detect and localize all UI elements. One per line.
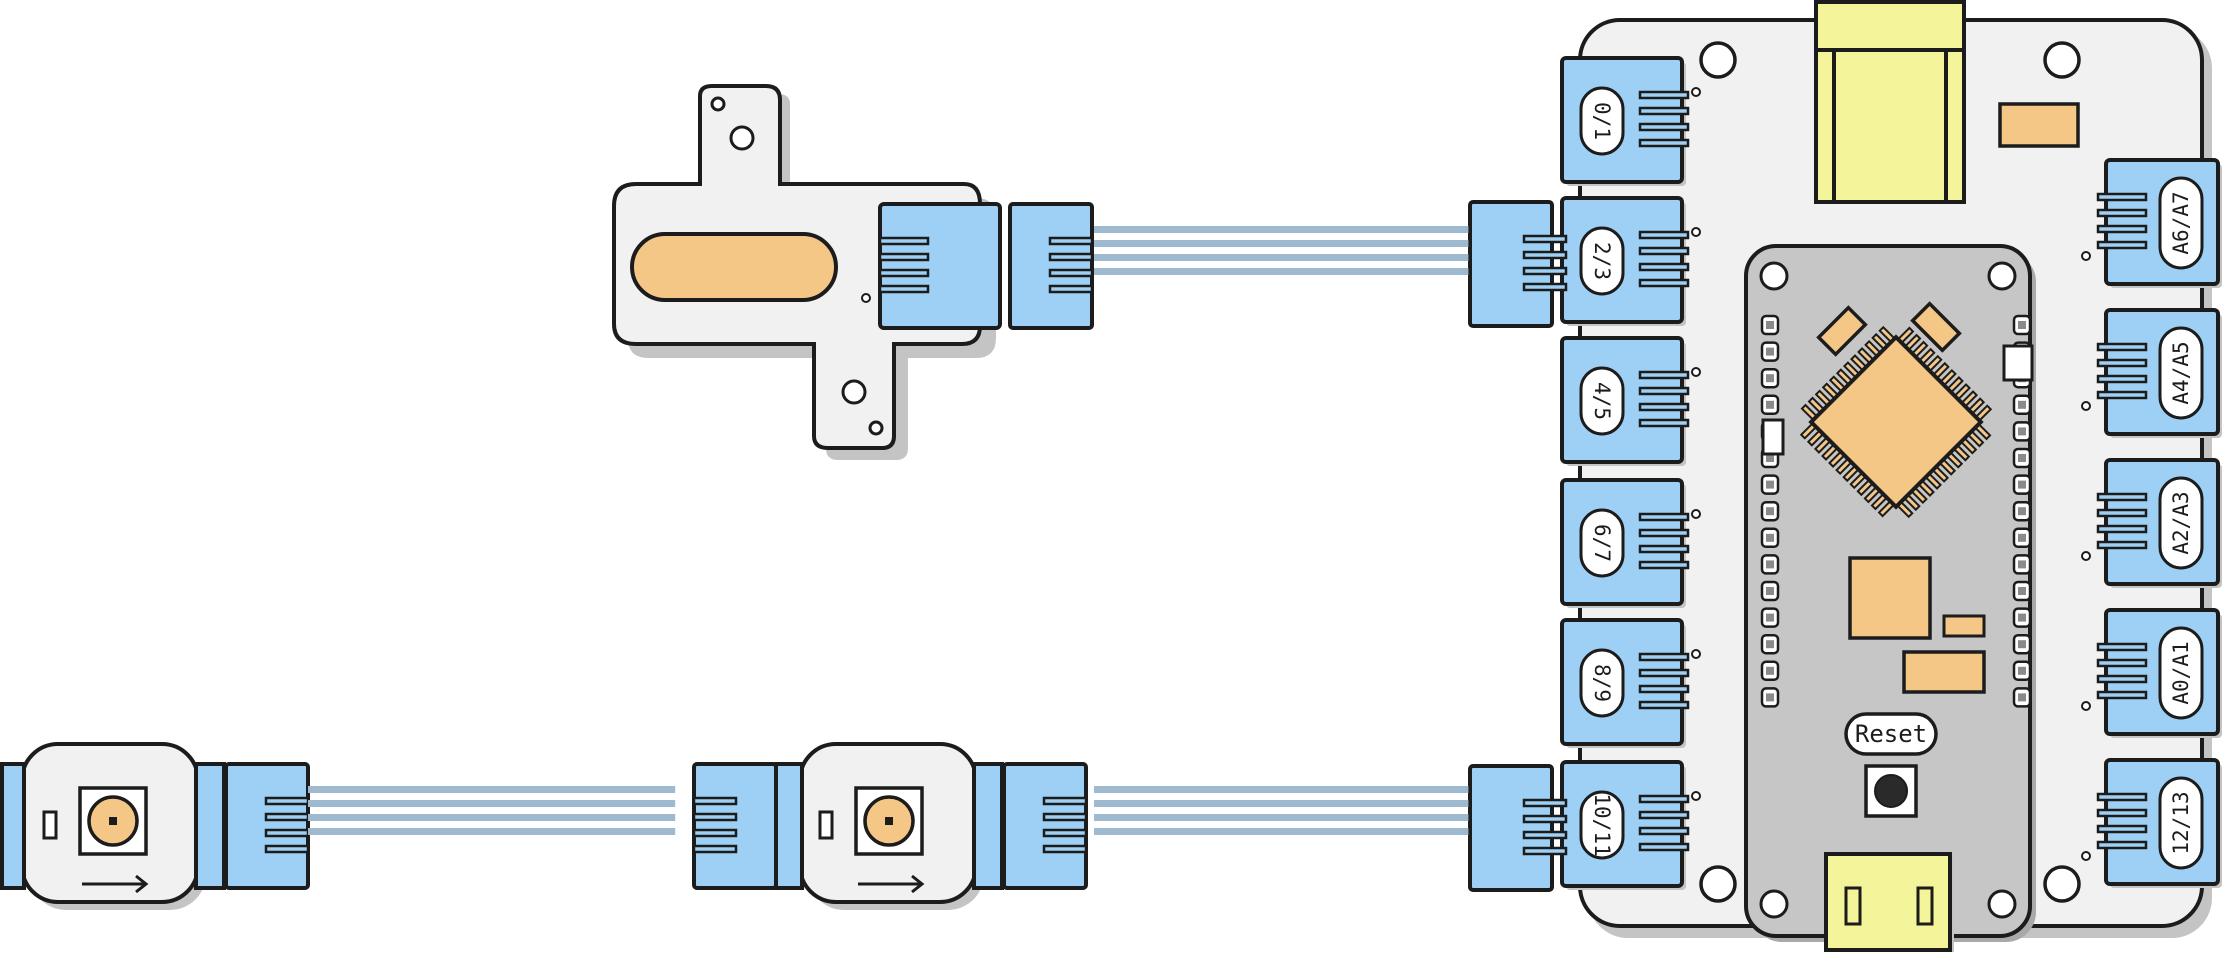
reset-button[interactable] [1864,764,1918,818]
port-A4-A5[interactable]: A4/A5 [2081,308,2222,438]
port-label: 8/9 [1590,664,1614,702]
port-A6-A7[interactable]: A6/A7 [2081,158,2222,288]
processor-chip-icon [1799,325,1993,519]
slider-track[interactable] [630,232,838,302]
power-jack-icon [1814,0,1966,204]
port-4-5[interactable]: 4/5 [1560,336,1701,466]
port-12-13[interactable]: 12/13 [2081,758,2222,888]
cable [1094,226,1469,275]
cable [308,786,676,835]
mounting-hole-icon [2043,865,2081,903]
port-label: A6/A7 [2169,191,2193,254]
port-2-3[interactable]: 2/3 [1560,196,1701,326]
capacitor-icon [1998,102,2080,148]
port-6-7[interactable]: 6/7 [1560,478,1701,608]
port-A2-A3[interactable]: A2/A3 [2081,458,2222,588]
port-label: 4/5 [1590,382,1614,420]
led-module-left [0,742,310,910]
arrow-right-icon [858,874,925,894]
mounting-hole-icon [1699,41,1737,79]
port-label: 12/13 [2169,791,2193,854]
cable [1094,786,1469,835]
mounting-hole-icon [1987,261,2017,291]
cable-plug [1468,200,1568,328]
port-label: A4/A5 [2169,341,2193,404]
left-port-column: 0/1 2/3 4/5 6/7 8/9 10/11 [1468,56,1701,892]
cable-plug [1468,764,1568,892]
port-8-9[interactable]: 8/9 [1560,618,1701,748]
port-label: 10/11 [1590,793,1614,856]
mounting-hole-icon [1759,261,1789,291]
port-A0-A1[interactable]: A0/A1 [2081,608,2222,738]
microcontroller-board: Reset [1744,244,2036,952]
regulator-icon [1848,556,1932,640]
port-label: 2/3 [1590,242,1614,280]
mounting-hole-icon [1987,889,2017,919]
slide-potentiometer-module [612,84,1094,460]
port-label: A0/A1 [2169,641,2193,704]
port-label: 6/7 [1590,524,1614,562]
port-label: 0/1 [1590,102,1614,140]
mounting-hole-icon [1699,865,1737,903]
led-module-middle [692,742,1088,910]
mounting-hole-icon [1759,889,1789,919]
reset-label: Reset [1855,720,1927,748]
port-10-11[interactable]: 10/11 [1560,760,1701,890]
port-0-1[interactable]: 0/1 [1560,56,1701,186]
usb-port-icon [1824,852,1954,952]
arrow-right-icon [82,874,149,894]
mounting-hole-icon [2043,41,2081,79]
port-label: A2/A3 [2169,491,2193,554]
